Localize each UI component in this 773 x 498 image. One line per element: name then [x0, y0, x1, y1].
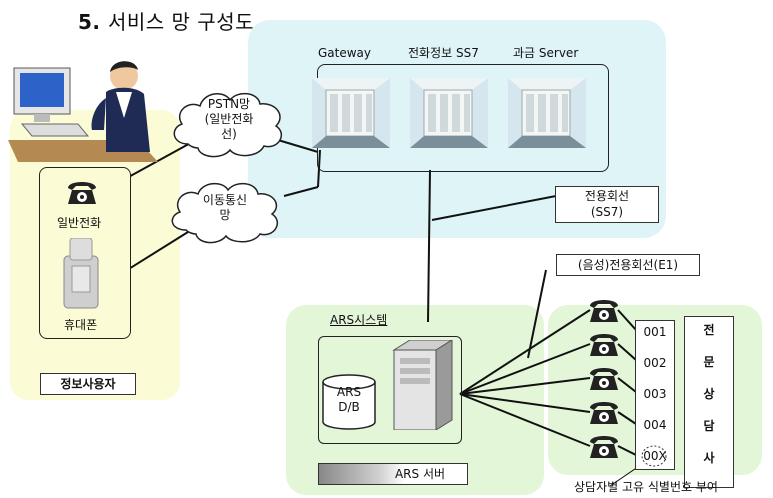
trunk-line-5: [459, 393, 591, 447]
billing-server-label: 과금 Server: [513, 46, 579, 60]
ss7-server-icon: [410, 78, 488, 148]
ars-server-label: ARS 서버: [318, 463, 468, 485]
agent-phone-icon-4: [590, 402, 618, 424]
pstn-cloud-line-3: 선): [221, 127, 237, 141]
trunk-line-3: [459, 377, 591, 395]
title-text: 서비스 망 구성도: [107, 10, 254, 34]
trunk-line-2: [459, 343, 591, 395]
user-at-computer-icon: [8, 61, 158, 162]
ss7-link-line-1: 전용회선: [584, 189, 630, 203]
mobile-cloud-line-2: 망: [219, 208, 231, 222]
expert-counselor-box: 전 문 상 담 사: [684, 316, 734, 488]
agent-id-3: 003: [643, 387, 667, 401]
ss7-trunk-line: [427, 169, 431, 323]
ars-server-label-text: ARS 서버: [394, 467, 446, 481]
ars-server-tower-icon: [392, 340, 453, 430]
e1-link-label: (음성)전용회선(E1): [556, 254, 700, 276]
mobile-phone-icon: [63, 238, 99, 309]
ars-db-label: ARS D/B: [323, 385, 375, 415]
agent-id-5: 00X: [643, 449, 667, 463]
expert-counselor-char-4: 담: [703, 419, 715, 433]
trunk-line-1: [459, 309, 591, 395]
mobile-phone-label: 휴대폰: [64, 318, 98, 332]
expert-counselor-char-2: 문: [703, 355, 715, 369]
agent-id-1: 001: [643, 325, 667, 339]
mobilenet-to-gateway-line: [283, 186, 319, 197]
agent-id-2: 002: [643, 356, 667, 370]
agent-id-highlight-circle: [641, 445, 667, 467]
phone-to-number-3: [617, 377, 637, 393]
expert-counselor-char-1: 전: [703, 323, 715, 337]
information-user-label: 정보사용자: [40, 373, 136, 395]
ars-system-label: ARS시스템: [330, 313, 388, 327]
title-number: 5.: [78, 10, 101, 34]
agent-phone-icon-2: [590, 334, 618, 356]
ss7-label-leader: [431, 195, 557, 221]
pstn-cloud-label: PSTN망 (일반전화 선): [183, 97, 275, 142]
phone-to-number-1: [617, 309, 637, 331]
gateway-label: Gateway: [318, 46, 372, 60]
phone-to-number-5: [617, 445, 637, 456]
phone-to-number-4: [617, 411, 637, 425]
ars-db-line-2: D/B: [338, 400, 360, 414]
agent-id-caption: 상담자별 고유 식별번호 부여: [574, 480, 718, 494]
billing-server-icon: [508, 78, 586, 148]
gateway-server-icon: [312, 78, 390, 148]
agent-phone-icon-5: [590, 436, 618, 458]
agent-id-column: 001 002 003 004 00X: [635, 320, 675, 470]
expert-counselor-char-3: 상: [703, 387, 715, 401]
ars-database-icon: [322, 374, 376, 430]
e1-label-leader: [527, 269, 547, 359]
agent-phone-icon-1: [590, 300, 618, 322]
pstn-to-gateway-line: [277, 139, 319, 153]
ss7-link-line-2: (SS7): [590, 205, 624, 219]
mobile-cloud-line-1: 이동통신: [202, 193, 248, 207]
ars-system-box: [318, 336, 462, 444]
mobile-network-cloud-label: 이동통신 망: [180, 193, 270, 223]
page-title: 5. 서비스 망 구성도: [78, 6, 254, 35]
trunk-line-4: [459, 393, 591, 413]
pstn-cloud-line-1: PSTN망: [207, 97, 251, 111]
pstn-cloud-line-2: (일반전화: [204, 112, 254, 126]
landline-phone-icon: [68, 182, 96, 204]
pstn-cloud-icon: [173, 92, 282, 158]
mobile-network-cloud-icon: [171, 182, 278, 244]
landline-label: 일반전화: [57, 216, 102, 230]
ss7-link-label: 전용회선 (SS7): [555, 186, 659, 223]
phone-to-number-2: [617, 343, 637, 361]
agent-id-4: 004: [643, 418, 667, 432]
ars-db-line-1: ARS: [336, 385, 362, 399]
ss7-server-label: 전화정보 SS7: [408, 46, 479, 60]
expert-counselor-char-5: 사: [703, 451, 715, 465]
agent-phone-icon-3: [590, 368, 618, 390]
